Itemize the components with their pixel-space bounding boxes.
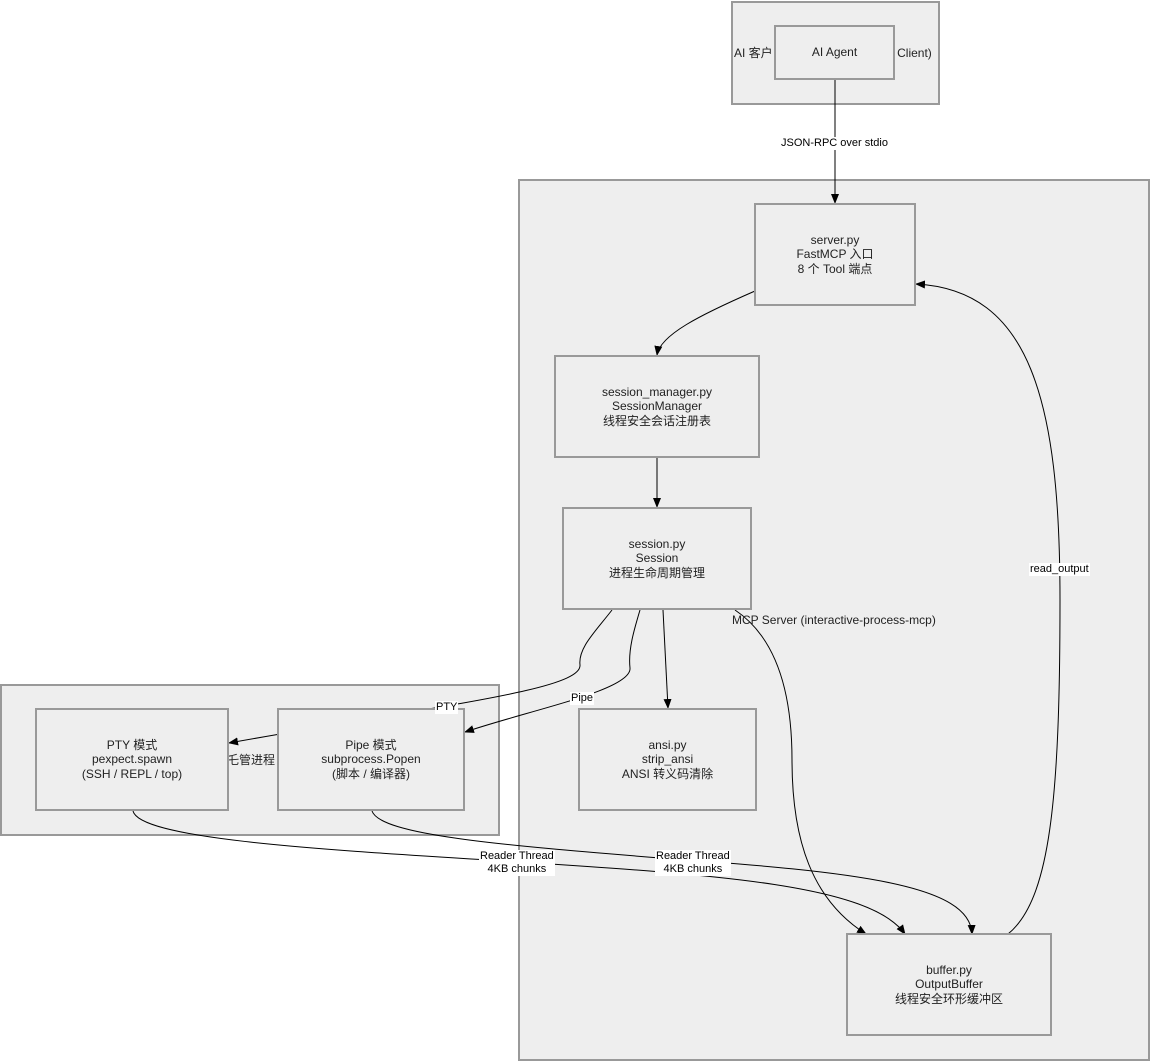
session-line-3: 进程生命周期管理 — [608, 565, 705, 580]
ansi-node[interactable]: ansi.py strip_ansi ANSI 转义码清除 — [578, 708, 757, 811]
server-py-line-3: 8 个 Tool 端点 — [797, 261, 873, 276]
reader-2-line-1: Reader Thread — [656, 850, 730, 862]
pty-line-3: (SSH / REPL / top) — [81, 766, 183, 781]
buffer-line-2: OutputBuffer — [915, 977, 983, 992]
pty-line-1: PTY 模式 — [106, 737, 158, 752]
edge-label-reader-thread-1: Reader Thread 4KB chunks — [479, 850, 555, 876]
session-line-2: Session — [635, 551, 679, 566]
server-py-line-2: FastMCP 入口 — [796, 247, 874, 262]
edge-server-to-session-manager — [654, 290, 756, 356]
pipe-mode-node[interactable]: Pipe 模式 subprocess.Popen (脚本 / 编译器) — [277, 708, 465, 811]
buffer-node[interactable]: buffer.py OutputBuffer 线程安全环形缓冲区 — [846, 933, 1052, 1036]
edge-session-to-ansi — [662, 609, 672, 709]
edge-label-jsonrpc: JSON-RPC over stdio — [780, 137, 889, 150]
edge-label-pipe: Pipe — [570, 692, 595, 705]
edge-session-to-pipe — [464, 609, 641, 733]
pipe-line-1: Pipe 模式 — [345, 737, 397, 752]
pty-line-2: pexpect.spawn — [91, 752, 173, 767]
client-cluster-label-left: AI 客户 — [734, 46, 773, 60]
edge-label-reader-thread-2: Reader Thread 4KB chunks — [655, 850, 731, 876]
pty-mode-node[interactable]: PTY 模式 pexpect.spawn (SSH / REPL / top) — [35, 708, 229, 811]
ansi-line-2: strip_ansi — [641, 752, 694, 767]
session-manager-line-2: SessionManager — [611, 399, 703, 414]
ansi-line-1: ansi.py — [648, 737, 687, 752]
buffer-line-3: 线程安全环形缓冲区 — [894, 991, 1003, 1006]
child-process-cluster-label: 乇管进程 — [227, 753, 276, 767]
session-manager-node[interactable]: session_manager.py SessionManager 线程安全会话… — [554, 355, 760, 458]
session-manager-line-3: 线程安全会话注册表 — [602, 413, 711, 428]
edge-label-pty: PTY — [435, 701, 459, 714]
edge-label-read-output: read_output — [1029, 563, 1090, 576]
ansi-line-3: ANSI 转义码清除 — [621, 766, 714, 781]
edge-session-to-buffer — [734, 609, 867, 935]
ai-agent-label: AI Agent — [811, 45, 858, 60]
server-cluster-label: MCP Server (interactive-process-mcp) — [732, 613, 936, 627]
reader-1-line-2: 4KB chunks — [487, 863, 547, 875]
server-py-node[interactable]: server.py FastMCP 入口 8 个 Tool 端点 — [754, 203, 916, 306]
client-cluster-label-right: P Client) — [886, 46, 932, 60]
edge-buffer-to-server — [915, 280, 1061, 935]
pipe-line-2: subprocess.Popen — [321, 752, 421, 767]
reader-2-line-2: 4KB chunks — [663, 863, 723, 875]
reader-1-line-1: Reader Thread — [480, 850, 554, 862]
server-cluster — [518, 179, 1150, 1061]
session-manager-line-1: session_manager.py — [601, 384, 713, 399]
session-line-1: session.py — [628, 536, 686, 551]
pipe-line-3: (脚本 / 编译器) — [332, 766, 410, 781]
session-node[interactable]: session.py Session 进程生命周期管理 — [562, 507, 752, 610]
ai-agent-node[interactable]: AI Agent — [774, 25, 895, 80]
server-py-line-1: server.py — [810, 232, 860, 247]
buffer-line-1: buffer.py — [926, 962, 972, 977]
